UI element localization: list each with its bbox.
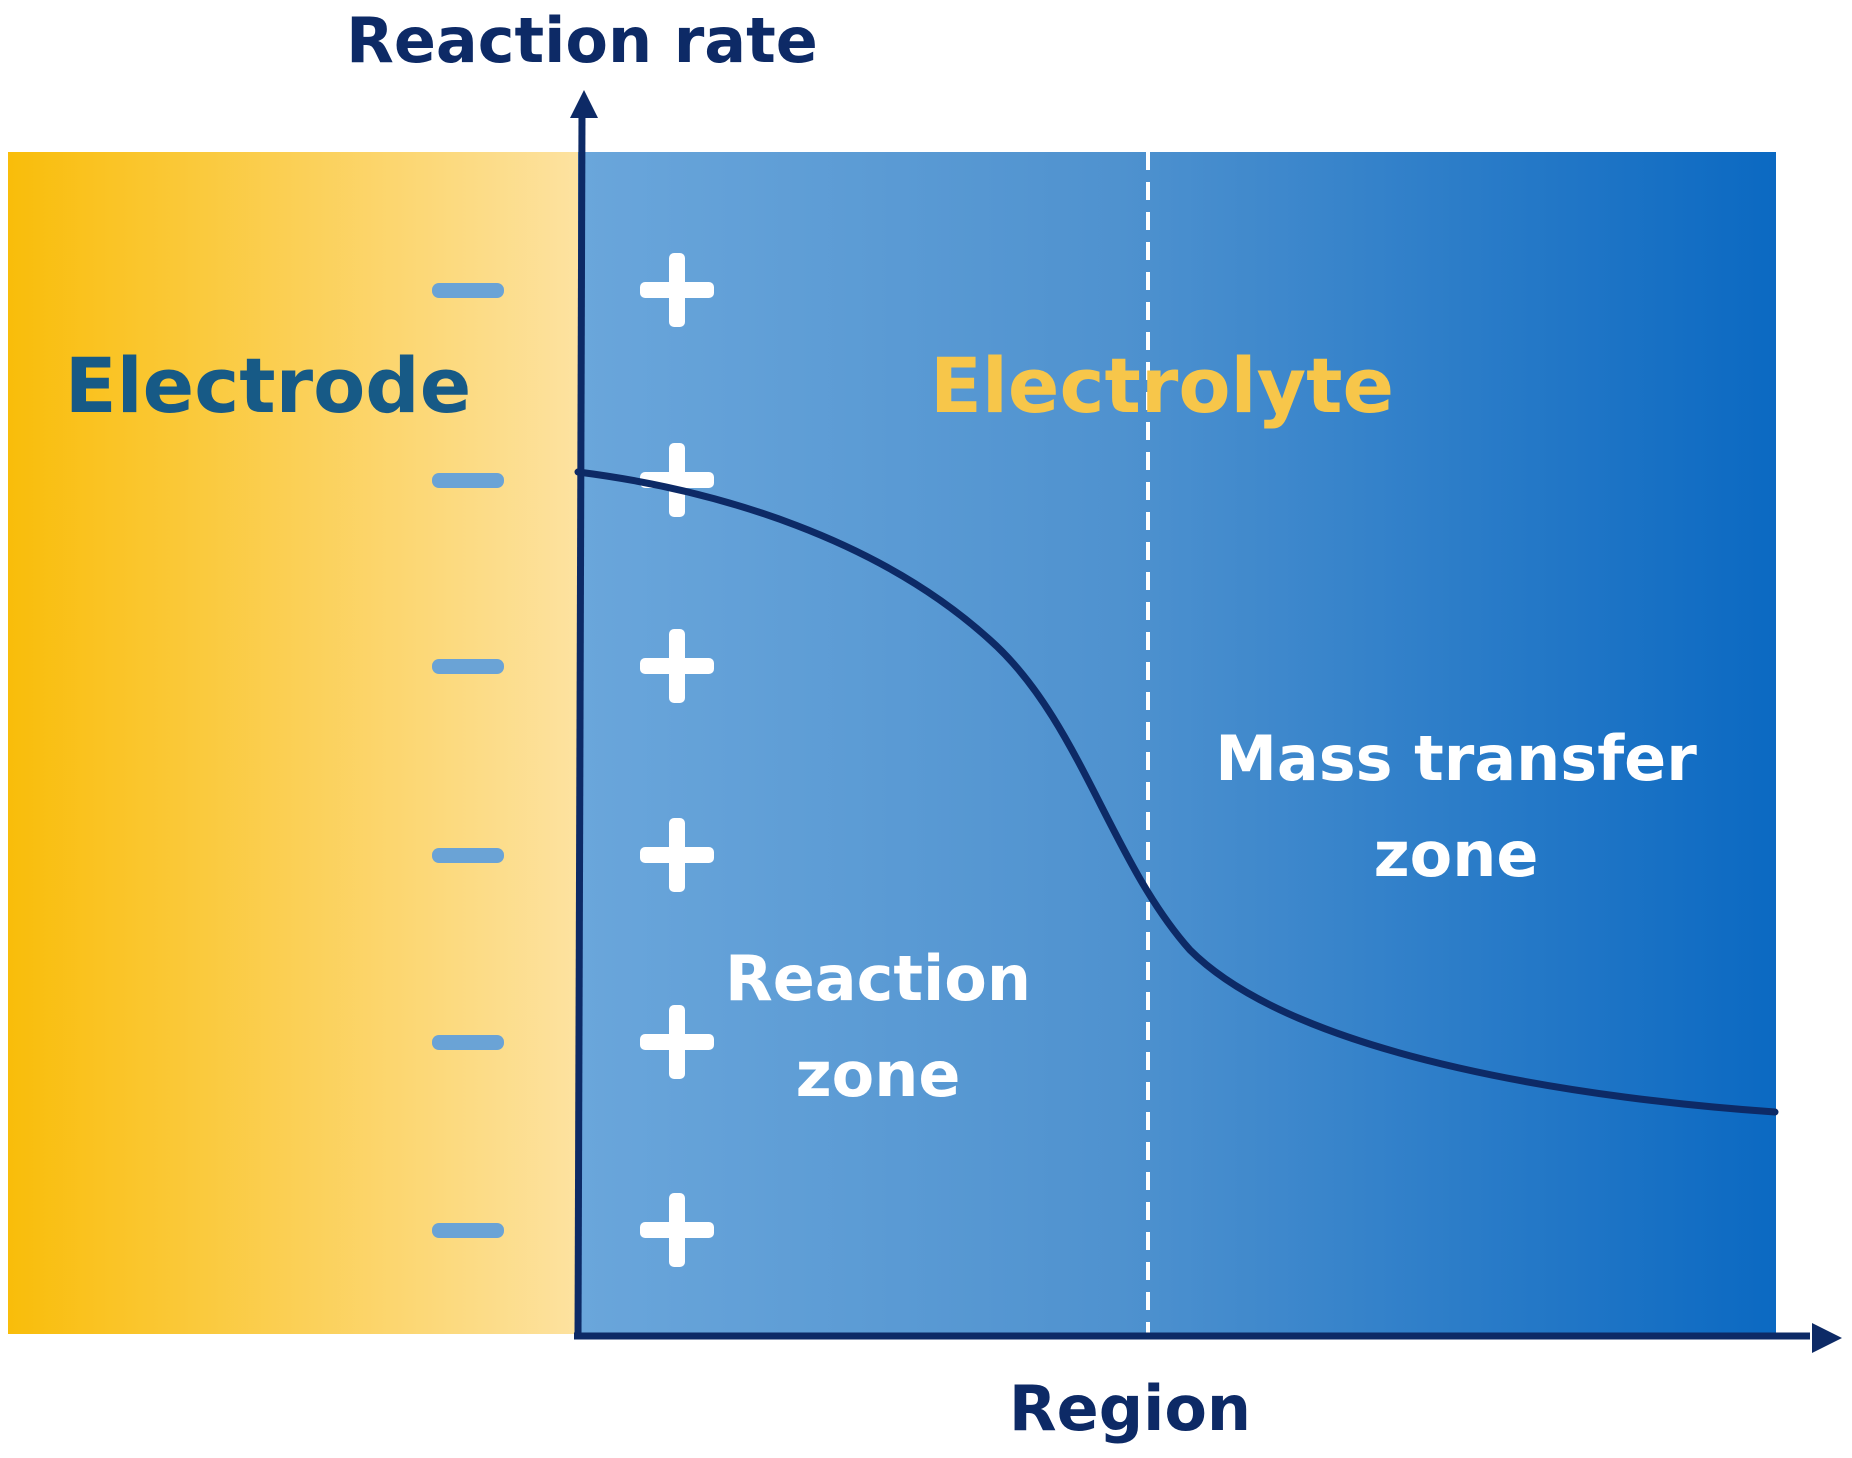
plus-sign-icon [640,253,714,327]
minus-sign-icon [432,283,504,298]
minus-sign-icon [432,1035,504,1050]
electrolyte-label: Electrolyte [930,341,1394,430]
y-axis-label: Reaction rate [346,4,818,77]
plus-sign-icon [640,818,714,892]
reaction-rate-curve [574,468,1779,1116]
x-axis-arrowhead [1812,1323,1842,1353]
x-axis-label: Region [1009,1372,1251,1445]
mass-transfer-zone-label-line1: Mass transfer [1215,722,1697,795]
mass-transfer-zone-label-line2: zone [1374,818,1539,891]
reaction-zone-label-line2: zone [796,1038,961,1111]
plus-sign-icon [640,629,714,703]
electrode-label: Electrode [65,341,472,430]
reaction-zone-label-line1: Reaction [725,942,1031,1015]
electrode-charges [432,283,504,1238]
y-axis-arrowhead [570,90,598,118]
y-axis [574,111,586,1339]
plus-sign-icon [640,1005,714,1079]
minus-sign-icon [432,473,504,488]
electrolyte-charges [640,253,714,1267]
minus-sign-icon [432,1223,504,1238]
minus-sign-icon [432,659,504,674]
plus-sign-icon [640,1193,714,1267]
minus-sign-icon [432,848,504,863]
electrolyte-region [578,152,1776,1334]
electrode-region [8,152,578,1334]
